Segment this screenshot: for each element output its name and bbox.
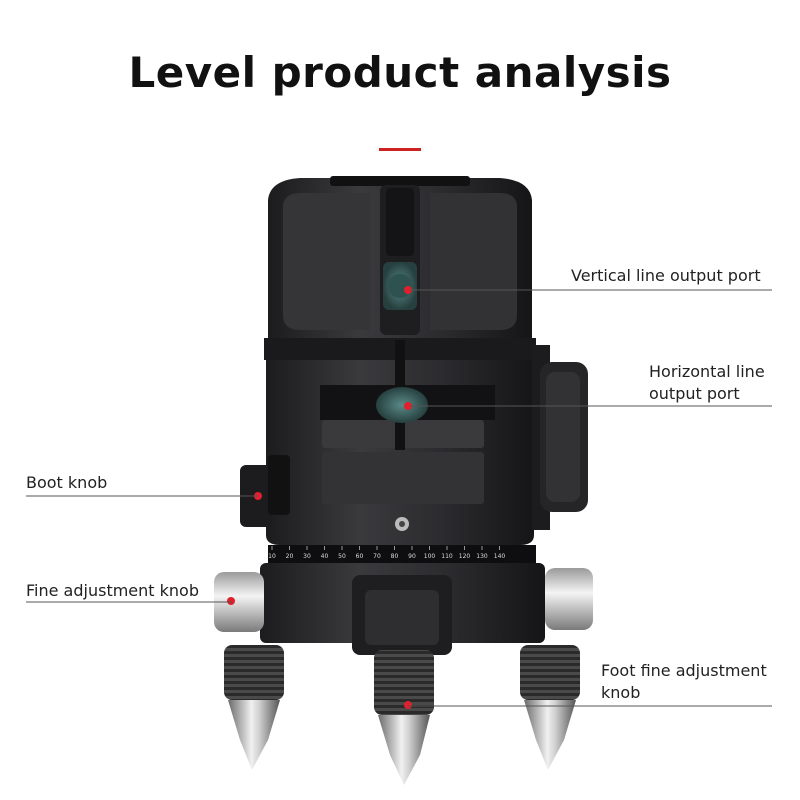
horizontal-line-output-port [376, 387, 428, 423]
scale-tick-label: 50 [338, 553, 346, 560]
label-foot-fine-line2: knob [601, 683, 641, 702]
scale-tick-label: 90 [408, 553, 416, 560]
label-horizontal-port-line2: output port [649, 384, 740, 403]
leader-lines [26, 289, 772, 707]
laser-dot [404, 286, 412, 294]
top-housing [268, 176, 532, 338]
scale-tick-label: 80 [391, 553, 399, 560]
scale-tick-label: 120 [459, 553, 471, 560]
battery-pack [532, 345, 588, 530]
scale-tick-label: 110 [441, 553, 453, 560]
scale-tick-label: 20 [286, 553, 294, 560]
vertical-line-output-port [383, 262, 417, 310]
scale-tick-label: 40 [321, 553, 329, 560]
title-accent-bar [379, 148, 421, 151]
label-vertical-port: Vertical line output port [571, 266, 761, 285]
middle-housing [266, 340, 534, 545]
label-foot-fine-line1: Foot fine adjustment [601, 661, 767, 680]
laser-dot [404, 701, 412, 709]
scale-tick-label: 60 [356, 553, 364, 560]
foot-right [520, 645, 580, 770]
foot-left [224, 645, 284, 770]
base-plate [260, 563, 545, 655]
fine-adjustment-knob-left [214, 572, 264, 632]
scale-tick-label: 30 [303, 553, 311, 560]
scale-tick-label: 130 [476, 553, 488, 560]
label-horizontal-port-line1: Horizontal line [649, 362, 765, 381]
scale-tick-label: 10 [268, 553, 276, 560]
page-title: Level product analysis [128, 48, 672, 97]
scale-tick-label: 100 [424, 553, 436, 560]
angle-scale-ring: 10 20 30 40 50 60 70 80 90 100 110 120 130 140 [268, 545, 536, 563]
laser-dot [227, 597, 235, 605]
label-fine-adjustment-knob: Fine adjustment knob [26, 581, 199, 600]
scale-tick-label: 70 [373, 553, 381, 560]
foot-center [374, 650, 434, 785]
label-boot-knob: Boot knob [26, 473, 108, 492]
fine-adjustment-knob-right [545, 568, 593, 630]
scale-tick-label: 140 [494, 553, 506, 560]
laser-dot [404, 402, 412, 410]
